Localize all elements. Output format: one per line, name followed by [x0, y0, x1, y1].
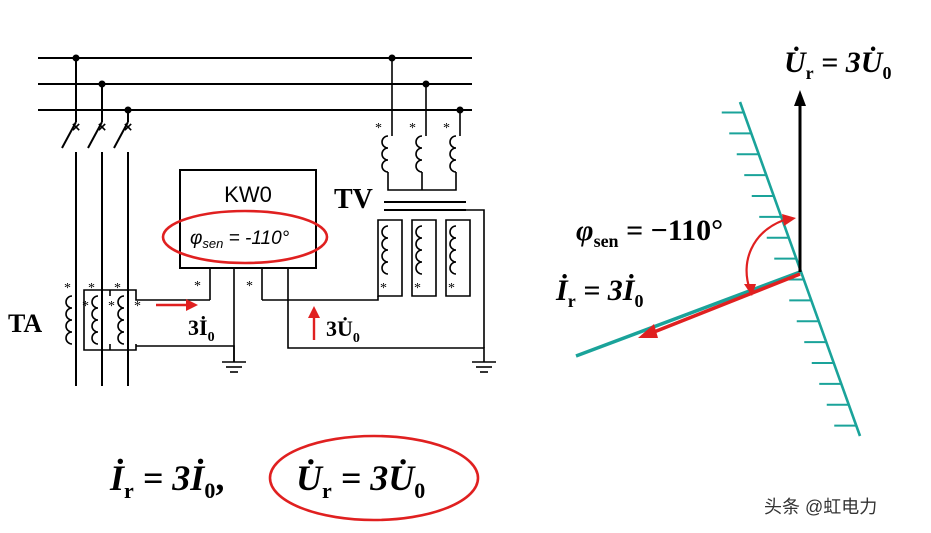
action-boundary	[575, 101, 862, 437]
ground-right	[472, 361, 496, 373]
voltage-transformer: * * * * * * TV	[262, 58, 485, 348]
tv-secondary-frame-b	[411, 219, 437, 297]
relay-phi-text: φsen = -110°	[190, 228, 290, 251]
tv-primary-coil-a	[381, 135, 389, 173]
phi-highlight-ellipse	[161, 209, 329, 265]
star-mark: *	[414, 281, 421, 296]
tv-secondary-frame-c	[445, 219, 471, 297]
ta-coil-a	[65, 295, 73, 345]
eq-voltage-relation: U̇r = 3U̇0	[296, 458, 425, 503]
phi-angle-arc	[745, 218, 785, 291]
eq-highlight-ellipse	[268, 434, 480, 522]
star-mark: *	[380, 281, 387, 296]
star-mark: *	[134, 299, 141, 314]
ur-vector-head	[794, 90, 806, 106]
eq-current-relation: İr = 3İ0,	[109, 458, 224, 503]
watermark-text: 头条 @虹电力	[764, 497, 877, 517]
ir-vector-head	[638, 324, 658, 338]
star-mark: *	[82, 299, 89, 314]
tv-secondary-coil-c	[449, 225, 457, 275]
breaker-mark-b: ×	[98, 119, 107, 136]
feeders: × × ×	[61, 58, 133, 386]
relay-label: KW0	[224, 182, 272, 207]
voltage-arrow-head	[308, 306, 320, 318]
bus-lines	[38, 54, 472, 114]
breaker-blade-c	[113, 121, 129, 149]
tv-primary-coil-c	[449, 135, 457, 173]
star-mark: *	[64, 281, 71, 296]
tv-secondary-coil-a	[381, 225, 389, 275]
ta-secondary-top-wire	[83, 289, 210, 301]
voltage-indicator: 3U̇0	[308, 306, 360, 346]
boundary-hatches	[721, 111, 857, 427]
ir-vector-line	[653, 272, 801, 334]
tv-secondary-coil-b	[415, 225, 423, 275]
star-mark: *	[409, 121, 416, 136]
star-mark: *	[246, 279, 253, 294]
current-vector-extension	[575, 270, 801, 358]
relay-voltage-lead-b	[287, 268, 485, 362]
star-mark: *	[448, 281, 455, 296]
ground-left	[222, 361, 246, 373]
relay-phi-value: = -110°	[223, 228, 289, 249]
star-mark: *	[114, 281, 121, 296]
phasor-diagram: U̇r = 3U̇0 İr = 3İ0 φsen = −110°	[555, 46, 891, 437]
tv-primary-coil-b	[415, 135, 423, 173]
circuit-diagram: × × × * * * * * * TA KW0 φsen	[8, 54, 496, 386]
tv-label: TV	[334, 184, 373, 215]
relay-kw0: KW0 φsen = -110° * *	[161, 169, 485, 362]
star-mark: *	[375, 121, 382, 136]
ta-coil-c	[117, 295, 125, 345]
phasor-phi-label: φsen = −110°	[576, 214, 723, 251]
star-mark: *	[194, 279, 201, 294]
star-mark: *	[88, 281, 95, 296]
ta-return-wire	[136, 345, 235, 362]
voltage-label: 3U̇0	[326, 316, 360, 346]
phi-arc-head-top	[782, 214, 796, 226]
tv-secondary-frame-a	[377, 219, 403, 297]
ur-label: U̇r = 3U̇0	[784, 46, 891, 83]
current-arrow-head	[186, 299, 198, 311]
bottom-equation: İr = 3İ0, U̇r = 3U̇0	[109, 434, 480, 522]
breaker-blade-a	[61, 121, 77, 149]
relay-box	[179, 169, 317, 269]
star-mark: *	[443, 121, 450, 136]
breaker-blade-b	[87, 121, 103, 149]
phi-arc-head-bottom	[744, 284, 756, 296]
ir-label: İr = 3İ0	[555, 274, 643, 311]
breaker-mark-a: ×	[72, 119, 81, 136]
relay-phi-sub: sen	[202, 236, 223, 251]
tv-open-delta-right	[466, 209, 485, 348]
star-mark: *	[108, 299, 115, 314]
current-indicator: 3İ0	[156, 299, 215, 345]
relay-phi-symbol: φ	[190, 228, 202, 249]
ta-coil-b	[91, 295, 99, 345]
tv-open-delta-left	[262, 296, 379, 301]
tv-primary-star	[387, 172, 457, 191]
ta-label: TA	[8, 309, 42, 338]
current-label: 3İ0	[188, 315, 215, 345]
breaker-mark-c: ×	[124, 119, 133, 136]
